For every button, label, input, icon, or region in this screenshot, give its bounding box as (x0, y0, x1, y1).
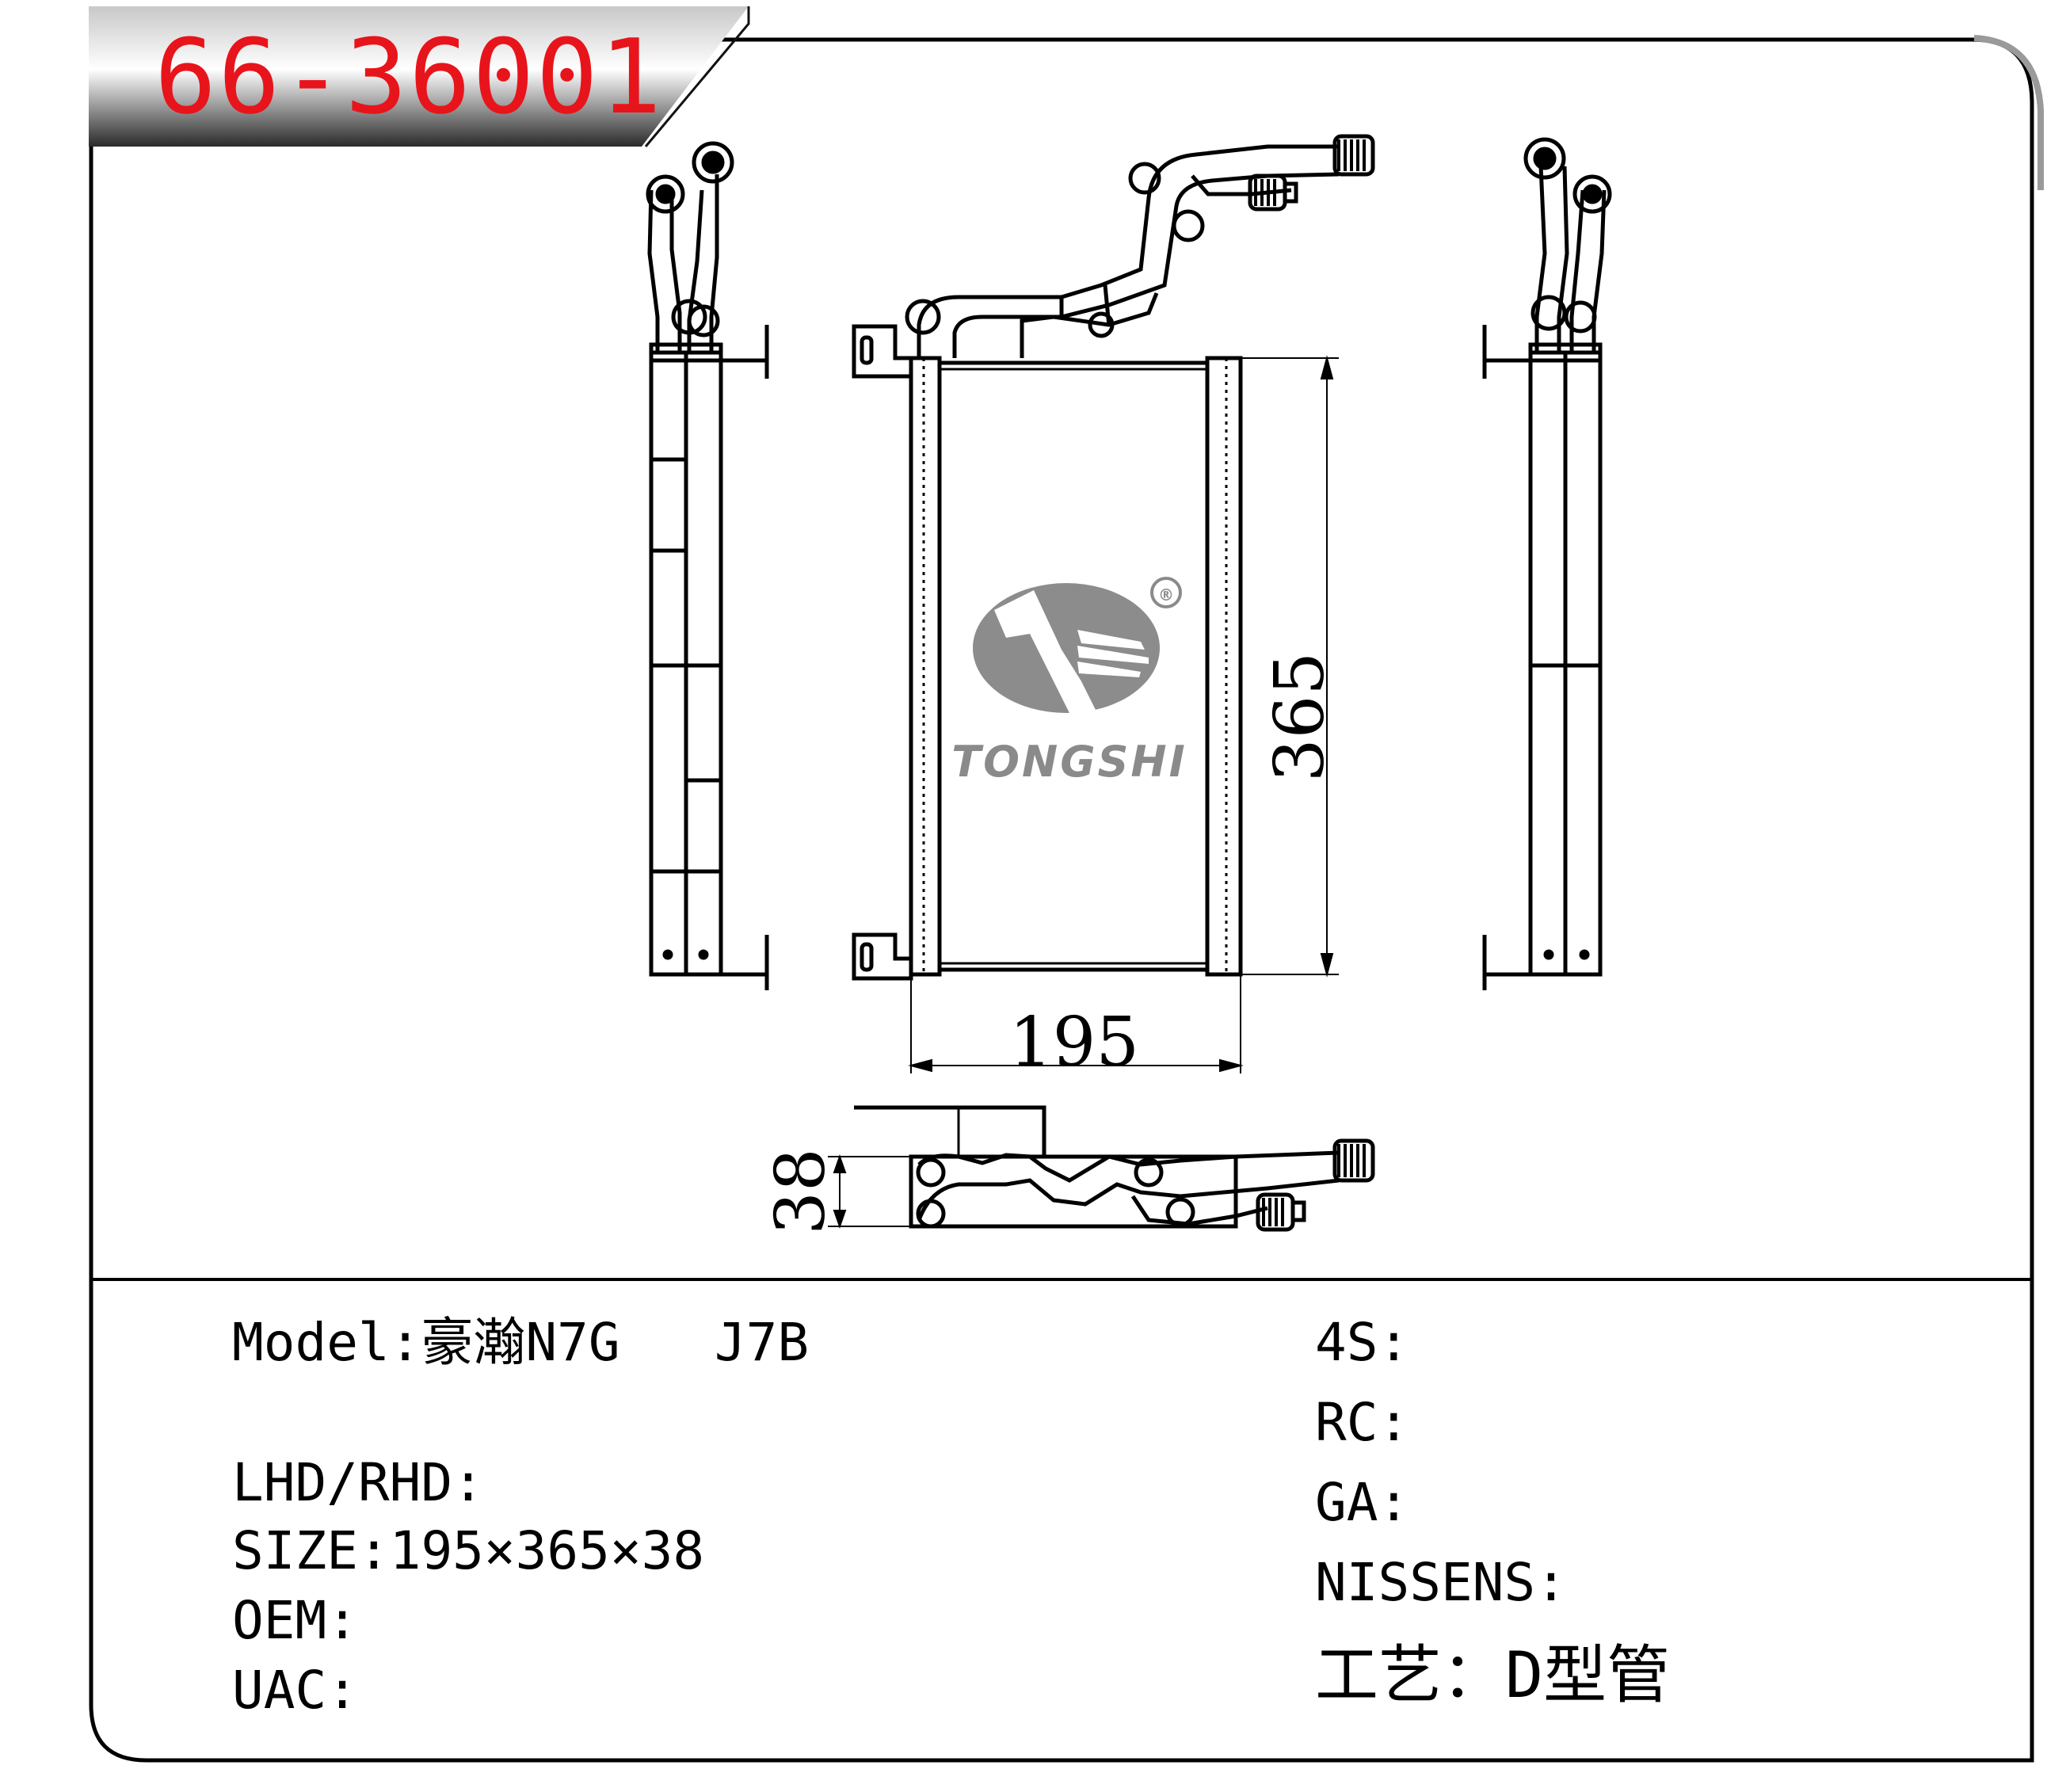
registered-mark-icon (1150, 577, 1182, 608)
dimension-height-label: 365 (1260, 652, 1340, 782)
left-side-view (646, 141, 769, 990)
dimension-height (1241, 355, 1339, 978)
header-banner (89, 6, 749, 147)
front-view (852, 134, 1375, 981)
spec-size: SIZE:195×365×38 (232, 1520, 705, 1581)
tongshi-logo: ® TONGSHI (951, 577, 1187, 787)
registered-mark: ® (1158, 585, 1174, 604)
banner-edge (644, 6, 750, 147)
right-side-view (1482, 137, 1612, 990)
spec-model: Model:豪瀚N7G J7B (232, 1312, 810, 1373)
dimension-width (908, 976, 1244, 1073)
frame-shadow (1973, 35, 2044, 190)
spec-ga: GA: (1315, 1472, 1410, 1533)
spec-lhd-rhd: LHD/RHD: (232, 1452, 484, 1513)
dimension-width-label: 195 (1009, 1003, 1139, 1082)
spec-4s: 4S: (1315, 1312, 1410, 1373)
dimension-depth (828, 1153, 911, 1230)
spec-nissens: NISSENS: (1315, 1552, 1567, 1613)
spec-process: 工艺：D型管 (1315, 1638, 1671, 1712)
logo-brand-text: TONGSHI (951, 737, 1187, 787)
dimension-depth-label: 38 (761, 1148, 841, 1234)
part-number: 66-36001 (154, 17, 664, 137)
spec-rc: RC: (1315, 1392, 1410, 1453)
spec-uac: UAC: (232, 1660, 358, 1721)
spec-oem: OEM: (232, 1590, 358, 1651)
bottom-view (854, 1105, 1375, 1232)
